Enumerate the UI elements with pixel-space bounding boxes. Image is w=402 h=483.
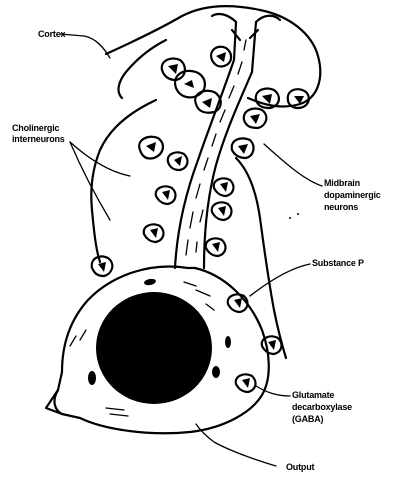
bouton-left-mid xyxy=(156,186,176,204)
bouton-midbrain-2 xyxy=(232,138,254,158)
label-midbrain-line1: Midbrain xyxy=(324,178,360,188)
bouton-midbrain-4 xyxy=(212,202,232,220)
label-midbrain-line3: neurons xyxy=(324,202,358,212)
bouton-midbrain-3 xyxy=(214,178,234,196)
label-substance-p: Substance P xyxy=(312,258,364,268)
bouton-substance-p-2 xyxy=(228,294,248,312)
bouton-right-soma xyxy=(262,336,282,354)
label-midbrain-line2: dopaminergic xyxy=(324,190,381,200)
cortex-left-curve xyxy=(119,40,166,98)
label-glutamate-line2: decarboxylase xyxy=(292,402,352,412)
label-cholinergic-line1: Cholinergic xyxy=(12,123,59,133)
label-cholinergic-line2: interneurons xyxy=(12,134,65,144)
bouton-cortex-2 xyxy=(195,91,221,113)
bouton-substance-p xyxy=(206,238,226,256)
label-glutamate-line3: (GABA) xyxy=(292,414,323,424)
stray-dot xyxy=(289,217,291,219)
label-glutamate-line1: Glutamate xyxy=(292,390,334,400)
bouton-left-low xyxy=(144,224,164,242)
bouton-left-bottom xyxy=(92,256,113,276)
bouton-midbrain-1 xyxy=(244,108,267,128)
bouton-cholinergic-2 xyxy=(168,152,188,170)
leader-lines xyxy=(60,34,322,466)
bouton-cortex-4 xyxy=(211,47,231,67)
label-output: Output xyxy=(286,462,314,472)
label-cortex: Cortex xyxy=(38,29,66,39)
bouton-gaba xyxy=(236,374,256,392)
nucleus xyxy=(96,292,212,404)
dendrite-trunk xyxy=(175,14,280,268)
bouton-cholinergic-1 xyxy=(139,137,163,159)
bouton-cortex-3 xyxy=(162,58,185,80)
stray-dot xyxy=(297,213,299,215)
